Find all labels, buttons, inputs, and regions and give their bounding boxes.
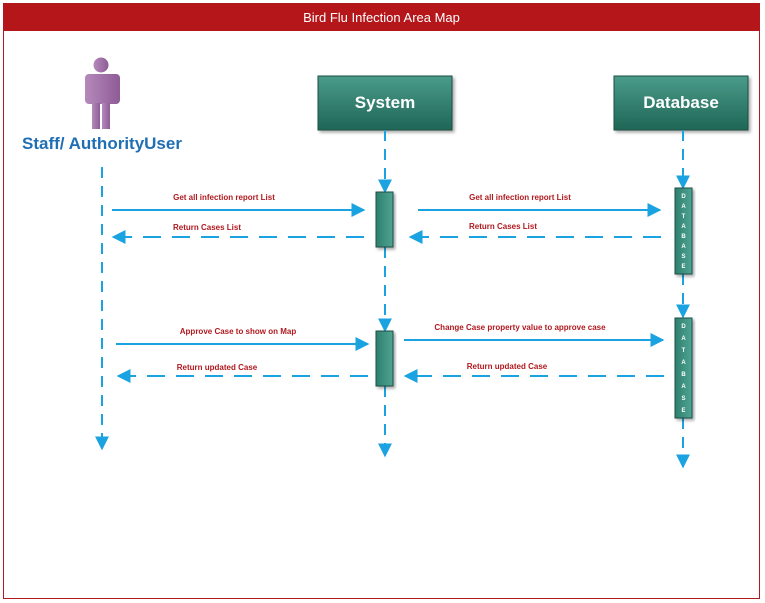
diagram-title: Bird Flu Infection Area Map: [303, 10, 460, 25]
database-activation-letter: B: [681, 372, 686, 378]
database-activation-1: [674, 187, 693, 275]
message-label-m5: Approve Case to show on Map: [180, 327, 297, 336]
title-bar: Bird Flu Infection Area Map: [4, 4, 759, 31]
actor-label: Staff/ AuthorityUser: [22, 134, 182, 153]
database-activation-letter: S: [681, 396, 685, 402]
database-activation-letter: B: [681, 234, 686, 240]
database-activation-2: [674, 317, 693, 419]
database-activation-letter: D: [681, 194, 686, 200]
message-label-m1: Get all infection report List: [173, 193, 275, 202]
actor-figure: [85, 57, 120, 129]
message-label-m8: Return updated Case: [177, 363, 258, 372]
message-label-m6: Change Case property value to approve ca…: [434, 323, 606, 332]
database-activation-letter: A: [681, 244, 686, 250]
system-head: [317, 75, 453, 131]
message-label-m7: Return updated Case: [467, 362, 548, 371]
system-activation-2: [375, 330, 394, 387]
database-activation-letter: A: [681, 336, 686, 342]
actor-leg-left: [92, 103, 100, 129]
database-activation-letter: S: [681, 254, 685, 260]
database-head-label: Database: [643, 93, 719, 112]
message-label-m2: Get all infection report List: [469, 193, 571, 202]
database-head: [613, 75, 749, 131]
message-label-m4: Return Cases List: [173, 223, 241, 232]
database-activation-letter: A: [681, 384, 686, 390]
database-activation-letter: E: [681, 264, 685, 270]
database-activation-letter: D: [681, 324, 686, 330]
actor-body: [85, 74, 120, 104]
actor-head: [93, 57, 109, 73]
database-activation-letter: T: [682, 348, 686, 354]
message-label-m3: Return Cases List: [469, 222, 537, 231]
actor-leg-right: [102, 103, 110, 129]
database-activation-letter: A: [681, 204, 686, 210]
system-activation-1: [375, 191, 394, 248]
database-activation-letter: E: [681, 408, 685, 414]
database-activation-letter: A: [681, 224, 686, 230]
database-activation-letter: A: [681, 360, 686, 366]
system-head-label: System: [355, 93, 415, 112]
database-activation-letter: T: [682, 214, 686, 220]
